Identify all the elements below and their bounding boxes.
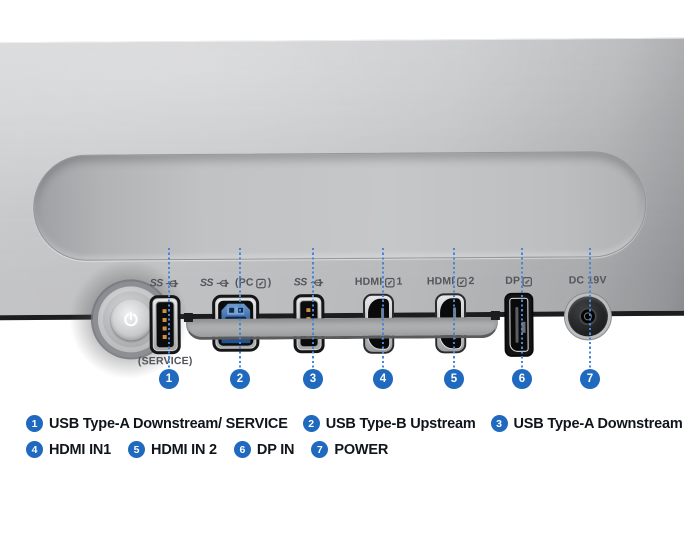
- monitor-back-body: SS (SERVICE): [0, 37, 684, 380]
- usb-trident-icon: [166, 279, 180, 288]
- port-label: DP: [505, 275, 532, 288]
- legend-item-7: 7 POWER: [311, 441, 388, 458]
- leader-line-4: [382, 248, 384, 369]
- superspeed-label: SS: [199, 276, 214, 289]
- port-group-usb-a-service: SS (SERVICE): [137, 277, 193, 368]
- input-icon: [522, 276, 532, 287]
- dp-port: [504, 292, 534, 357]
- port-group-dp: DP: [504, 275, 534, 357]
- legend-item-1: 1 USB Type-A Downstream/ SERVICE: [26, 415, 288, 432]
- input-icon: [384, 277, 395, 287]
- hdmi-label: HDMI: [426, 275, 455, 288]
- port-group-dc: DC 19V: [567, 274, 609, 337]
- usb-a-cavity: [155, 301, 175, 349]
- callout-badge-2: 2: [230, 369, 250, 389]
- leader-line-2: [239, 248, 241, 369]
- dp-cavity: [509, 297, 529, 352]
- legend-label: POWER: [334, 441, 389, 458]
- port-label: SS (PC ): [200, 276, 271, 289]
- callout-badge-3: 3: [303, 369, 323, 389]
- usb-pins: [162, 309, 167, 341]
- legend-item-6: 6 DP IN: [233, 441, 295, 458]
- callout-badge-7: 7: [580, 369, 600, 389]
- callout-badge-4: 4: [373, 369, 393, 389]
- input-icon: [456, 276, 467, 287]
- pc-paren-open: (PC: [234, 276, 254, 289]
- legend-number-badge: 7: [311, 441, 329, 458]
- callout-badge-5: 5: [444, 369, 464, 389]
- legend-label: USB Type-A Downstream/ SERVICE: [49, 415, 288, 432]
- legend-row-2: 4 HDMI IN1 5 HDMI IN 2 6 DP IN 7 POWER: [26, 441, 683, 458]
- power-button: [97, 286, 165, 353]
- port-label: DC 19V: [569, 274, 607, 287]
- usb-a-port: [149, 295, 181, 355]
- dc-label: DC 19V: [568, 274, 607, 287]
- legend-item-4: 4 HDMI IN1: [26, 441, 111, 458]
- power-button-face: [110, 298, 152, 341]
- legend-label: HDMI IN1: [49, 441, 112, 458]
- legend-number-badge: 1: [26, 415, 43, 432]
- leader-line-3: [312, 248, 314, 369]
- leader-line-5: [453, 248, 455, 369]
- leader-line-7: [589, 248, 591, 369]
- usb-b-pins: [227, 306, 244, 314]
- usb-trident-icon: [216, 279, 230, 287]
- port-label: SS: [294, 276, 324, 289]
- legend-item-2: 2 USB Type-B Upstream: [302, 415, 476, 432]
- power-icon: [124, 311, 138, 327]
- callout-badge-1: 1: [159, 369, 179, 389]
- port-label: SS: [150, 277, 180, 290]
- port-group-hdmi-1: HDMI 1: [355, 276, 403, 354]
- legend-number-badge: 2: [302, 415, 320, 432]
- port-label: HDMI 2: [427, 275, 475, 288]
- callout-badge-6: 6: [512, 369, 532, 389]
- service-sublabel: (SERVICE): [137, 354, 193, 368]
- legend-label: USB Type-A Downstream: [513, 415, 683, 432]
- legend-item-5: 5 HDMI IN 2: [128, 441, 217, 458]
- superspeed-label: SS: [149, 277, 163, 290]
- hdmi-label: HDMI: [354, 275, 383, 288]
- dp-label: DP: [505, 274, 521, 287]
- stand-mount-cover: [185, 316, 499, 341]
- hdmi-number: 1: [396, 275, 403, 288]
- dp-slot: [515, 306, 519, 343]
- pc-paren-close: ): [267, 276, 272, 289]
- hdmi-number: 2: [468, 275, 475, 288]
- legend-number-badge: 5: [128, 441, 146, 458]
- port-legend: 1 USB Type-A Downstream/ SERVICE 2 USB T…: [26, 415, 683, 467]
- usb-trident-icon: [310, 278, 324, 287]
- port-label: HDMI 1: [355, 276, 403, 289]
- leader-line-6: [521, 248, 523, 369]
- dc-power-jack: [567, 296, 609, 337]
- legend-number-badge: 6: [233, 441, 251, 458]
- legend-label: HDMI IN 2: [151, 441, 217, 458]
- leader-line-1: [168, 248, 170, 369]
- legend-label: DP IN: [256, 441, 295, 458]
- legend-item-3: 3 USB Type-A Downstream: [490, 415, 683, 432]
- legend-number-badge: 4: [26, 441, 43, 458]
- port-group-hdmi-2: HDMI 2: [427, 275, 475, 354]
- port-group-usb-b: SS (PC ): [200, 276, 272, 352]
- legend-row-1: 1 USB Type-A Downstream/ SERVICE 2 USB T…: [26, 415, 683, 432]
- port-panel-recess: SS (SERVICE): [32, 150, 647, 380]
- superspeed-label: SS: [293, 276, 307, 289]
- legend-label: USB Type-B Upstream: [325, 415, 476, 432]
- pc-input-icon: [255, 278, 266, 288]
- port-group-usb-a: SS: [293, 276, 325, 354]
- legend-number-badge: 3: [490, 415, 508, 432]
